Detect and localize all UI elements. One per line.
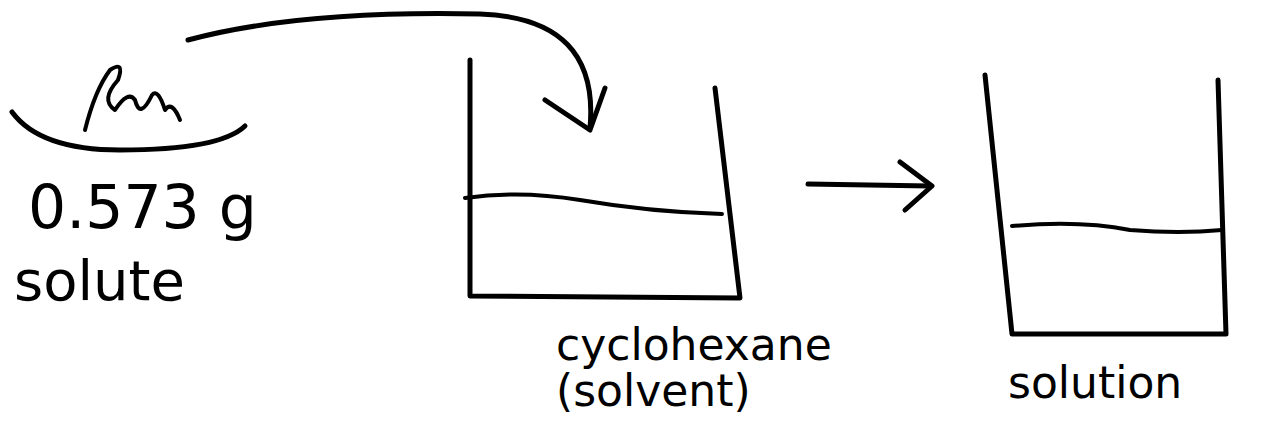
solution-level [1012,224,1222,232]
transfer-arrow [188,14,591,128]
solution-label: solution [1008,360,1268,406]
solute-label: solute [14,252,314,311]
solute-pile [85,67,180,130]
transfer-arrowhead [545,88,605,130]
process-arrowhead [900,162,932,210]
solvent-beaker [470,60,740,298]
weighing-dish [12,112,245,150]
solution-beaker [985,75,1226,334]
solvent-level [465,194,722,214]
mass-label: 0.573 g [28,176,328,239]
solvent-label: cyclohexane (solvent) [556,322,896,414]
process-arrow [808,184,930,186]
